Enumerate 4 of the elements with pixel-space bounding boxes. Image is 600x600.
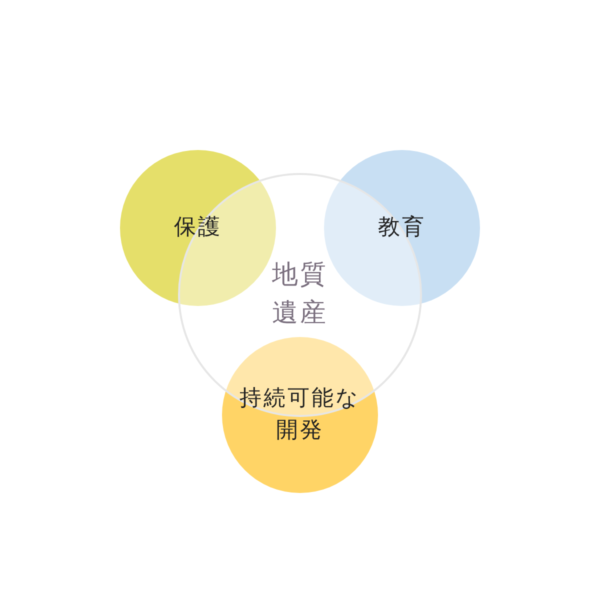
circle-label: 地質遺産 [271,259,329,330]
circle-label: 持続可能な開発 [238,385,362,445]
circle-label: 保護 [173,214,223,242]
circle-label: 教育 [377,214,427,242]
